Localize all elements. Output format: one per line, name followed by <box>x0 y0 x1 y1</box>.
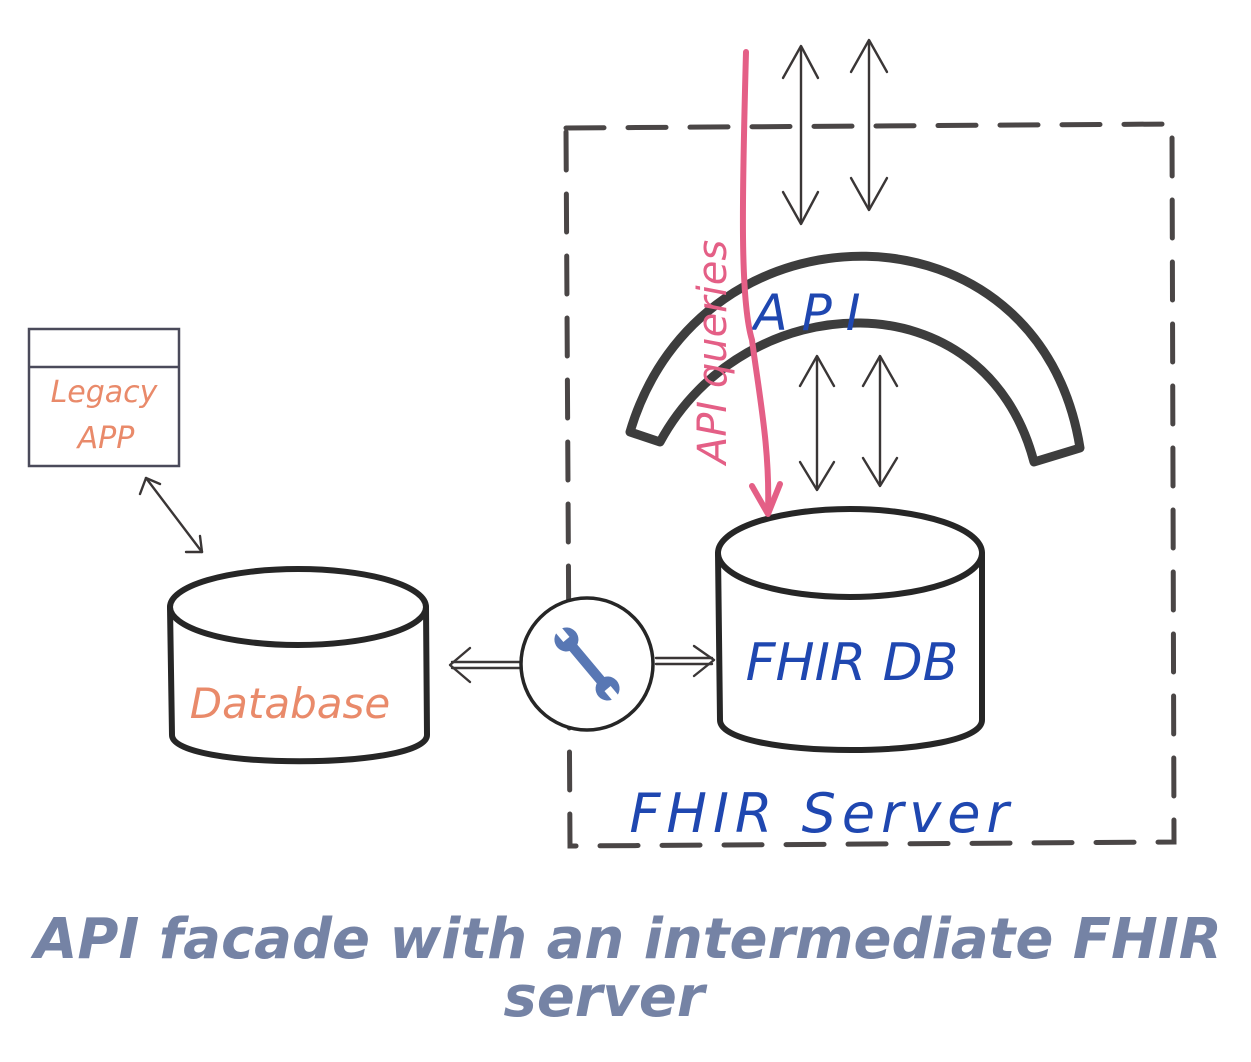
api-label: API <box>750 284 874 342</box>
api-fhirdb-arrows <box>798 354 899 492</box>
converter <box>448 596 716 732</box>
legacy-db-arrow <box>138 476 204 554</box>
legacy-app-label-line2: APP <box>76 421 136 456</box>
fhir-db-label: FHIR DB <box>746 633 959 693</box>
legacy-app-label-line1: Legacy <box>51 375 159 410</box>
legacy-app-window: Legacy APP <box>27 327 181 468</box>
fhir-db-cylinder: FHIR DB <box>715 506 985 753</box>
caption-line2: server <box>503 965 707 1030</box>
api-queries-label: API queries <box>690 240 736 467</box>
fhir-server-label: FHIR Server <box>629 782 1014 845</box>
caption-line1: API facade with an intermediate FHIR <box>30 907 1222 972</box>
api-queries-arrow: API queries <box>690 49 783 517</box>
fhir-server-boundary <box>563 121 1177 849</box>
client-api-arrows <box>781 38 889 226</box>
database-cylinder: Database <box>167 566 430 765</box>
wrench-icon <box>553 624 621 704</box>
database-label: Database <box>190 679 390 728</box>
api-arch: API <box>625 251 1085 467</box>
